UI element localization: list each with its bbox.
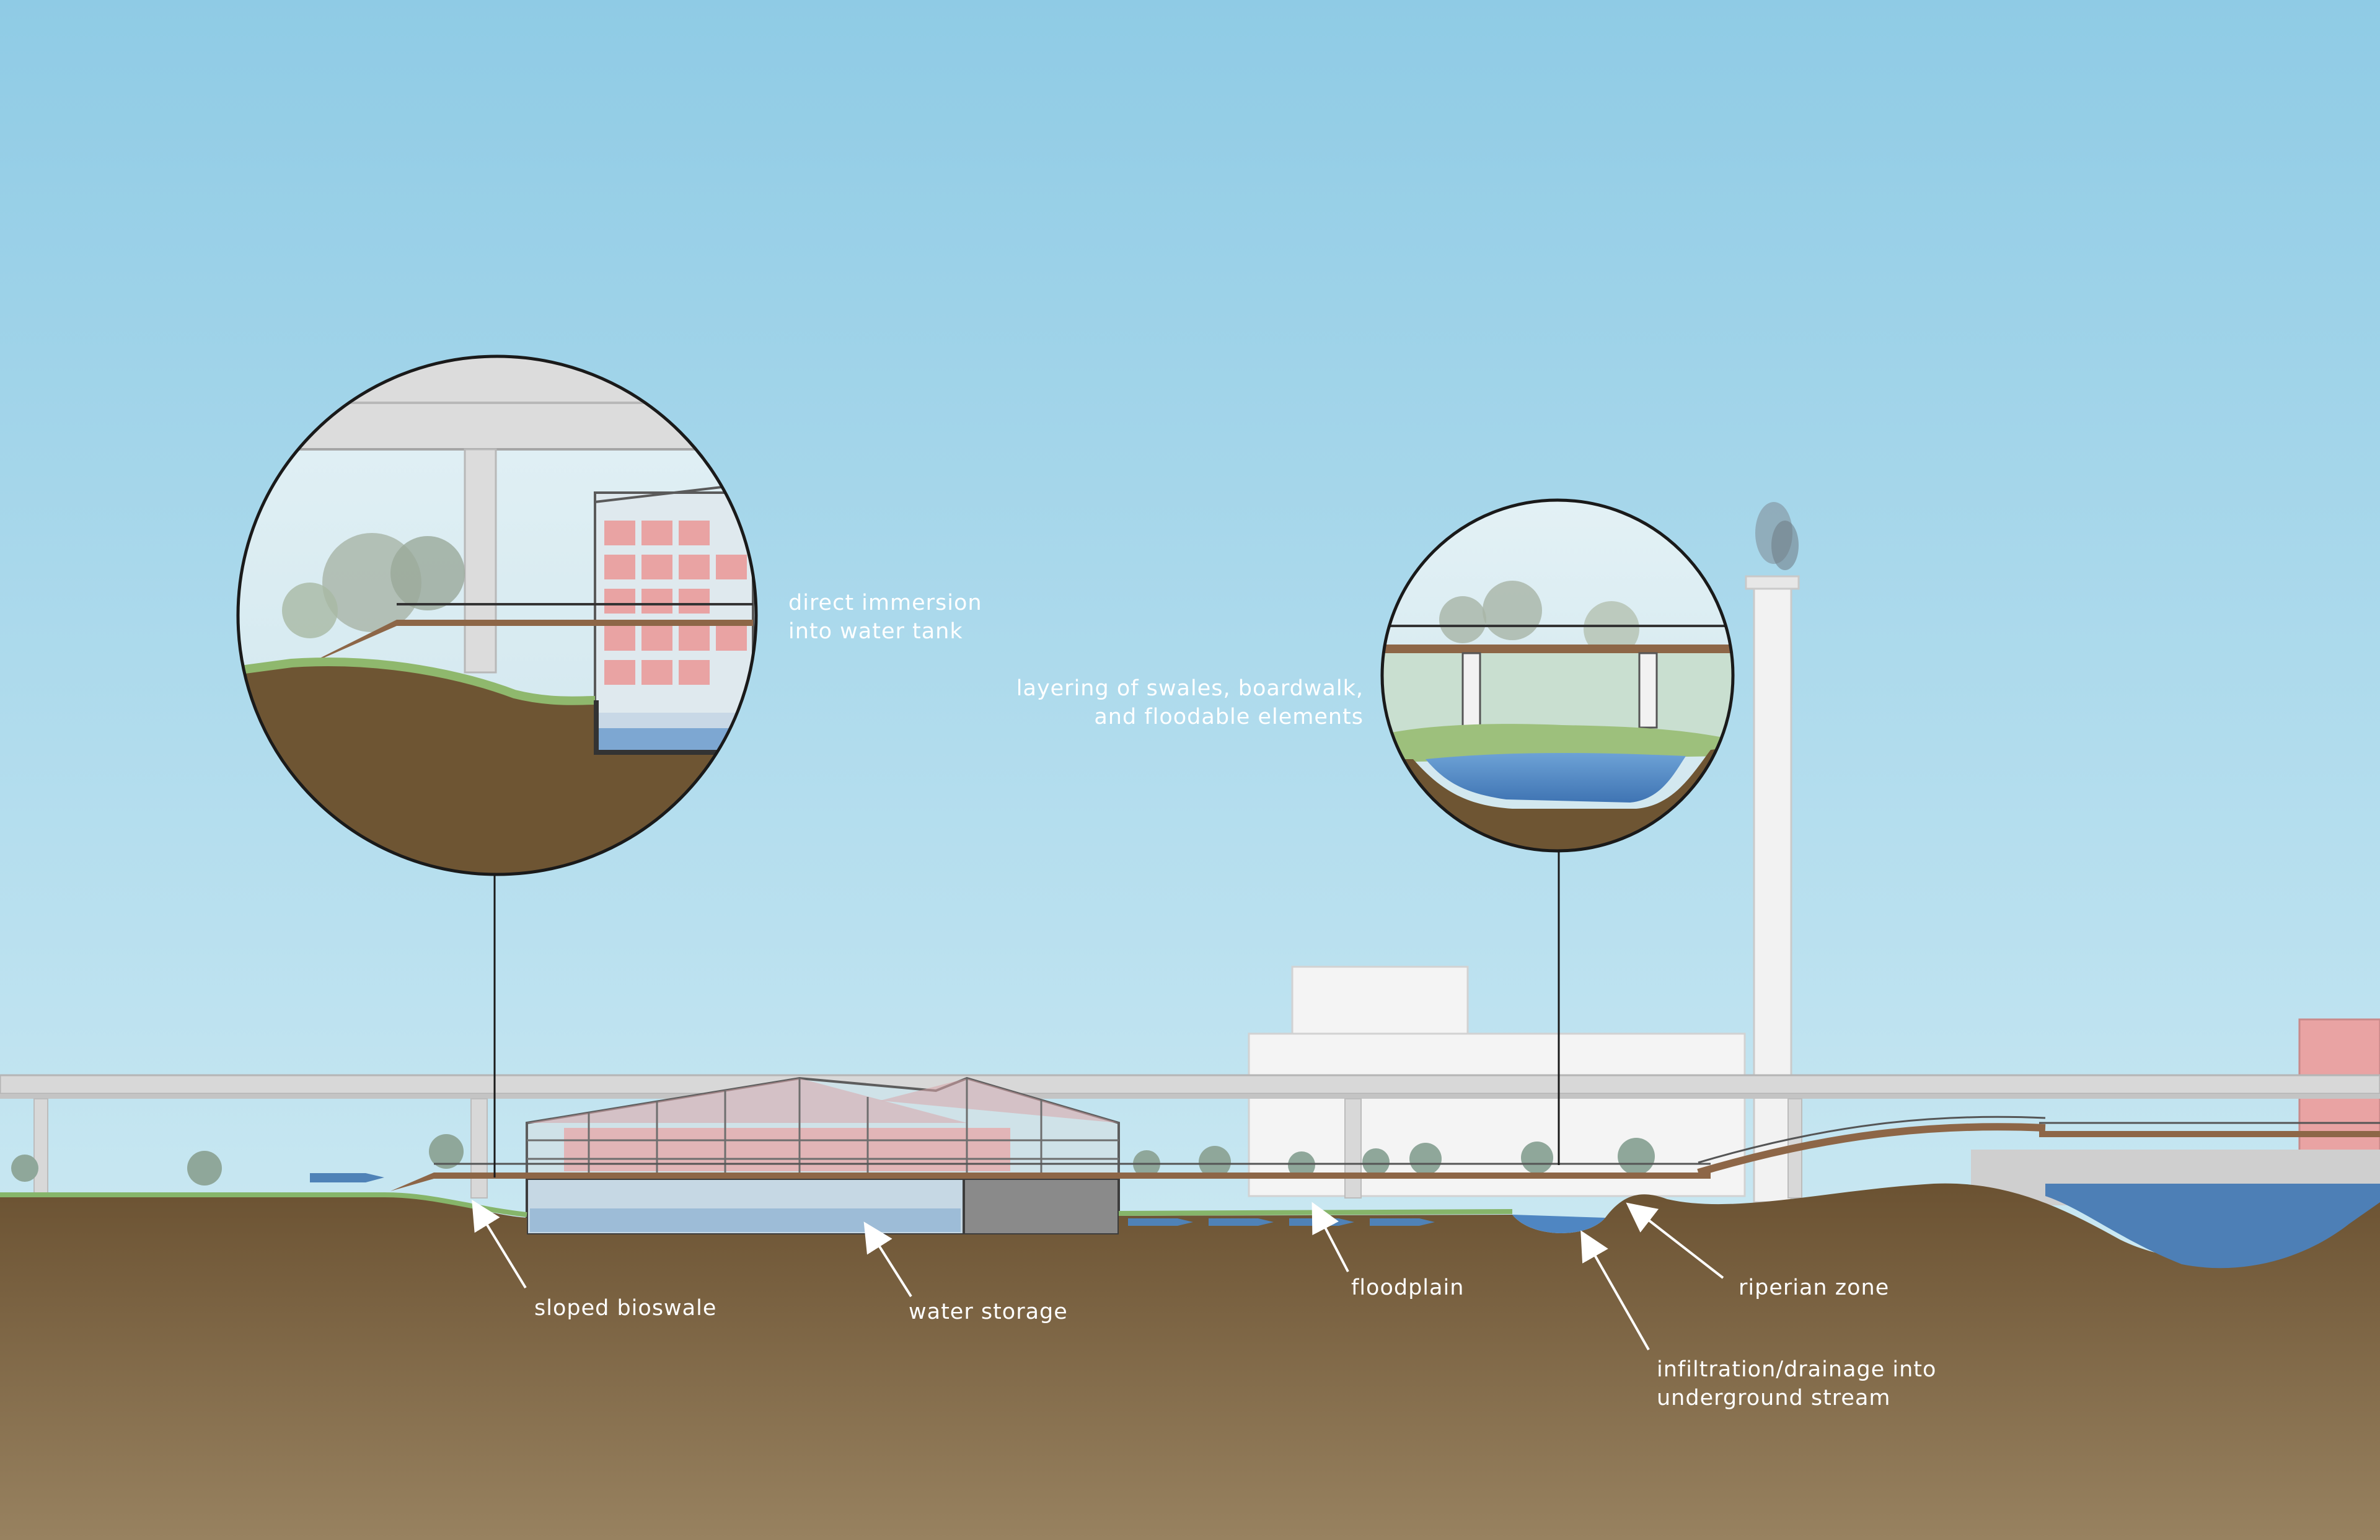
- detail-circle-layering: [1380, 498, 1735, 853]
- grass-strip: [0, 1192, 527, 1217]
- elevated-highway: [0, 1074, 2380, 1199]
- label-infiltration: infiltration/drainage into underground s…: [1657, 1355, 1936, 1412]
- label-pointers: [472, 1199, 1724, 1350]
- callout-text-layering: layering of swales, boardwalk, and flood…: [1016, 674, 1364, 731]
- callout-line-1: direct immersion: [788, 591, 982, 615]
- riparian-pond: [1512, 1215, 1605, 1233]
- label-bioswale: sloped bioswale: [534, 1296, 717, 1321]
- label-riparian-zone: riperian zone: [1739, 1275, 1890, 1300]
- callout-line-1: layering of swales, boardwalk,: [1016, 676, 1364, 701]
- callout-line-2: into water tank: [788, 619, 963, 644]
- label-floodplain: floodplain: [1351, 1275, 1465, 1300]
- soil: [0, 1183, 2380, 1540]
- river: [2045, 1184, 2380, 1269]
- ground-trees: [11, 1134, 1655, 1186]
- ground-boardwalk: [390, 1115, 2380, 1191]
- label-water-storage: water storage: [909, 1300, 1068, 1324]
- callout-line-2: and floodable elements: [1094, 705, 1364, 729]
- label-line-1: infiltration/drainage into: [1657, 1357, 1937, 1382]
- label-line-2: underground stream: [1657, 1386, 1891, 1410]
- callout-text-immersion: direct immersion into water tank: [788, 589, 982, 646]
- chimney: [1745, 502, 1800, 1203]
